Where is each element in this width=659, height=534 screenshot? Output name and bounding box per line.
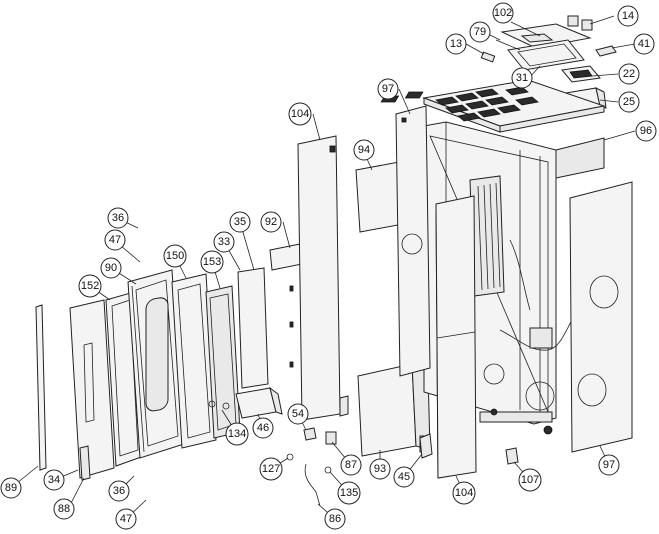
callout-47-top-label: 47 <box>109 234 121 246</box>
part-door-panel <box>69 299 115 479</box>
callout-104-top: 104 <box>288 102 312 126</box>
callout-92-label: 92 <box>265 216 277 228</box>
callout-36-bottom-label: 36 <box>113 485 125 497</box>
callout-89: 89 <box>0 477 22 499</box>
callout-35: 35 <box>229 211 251 233</box>
callout-88-label: 88 <box>58 503 70 515</box>
callout-36-top: 36 <box>107 207 129 229</box>
callout-34-label: 34 <box>48 474 60 486</box>
callout-104-top-label: 104 <box>291 108 309 120</box>
callout-79: 79 <box>469 21 491 43</box>
callout-104-bottom: 104 <box>452 481 476 505</box>
callout-45-label: 45 <box>398 471 410 483</box>
callout-97-top-label: 97 <box>382 83 394 95</box>
callout-41-label: 41 <box>638 38 650 50</box>
callout-22: 22 <box>618 63 640 85</box>
callout-31-label: 31 <box>516 72 528 84</box>
callout-14: 14 <box>617 5 639 27</box>
callout-45: 45 <box>393 466 415 488</box>
callout-13-label: 13 <box>450 38 462 50</box>
part-lever <box>304 463 321 507</box>
part-glass <box>171 273 217 449</box>
part-trim-strip <box>35 304 47 471</box>
part-lower-cover <box>357 363 417 457</box>
callout-22-label: 22 <box>623 68 635 80</box>
callout-107: 107 <box>518 468 542 492</box>
callout-134-label: 134 <box>228 428 246 440</box>
callout-54-label: 54 <box>292 408 304 420</box>
callout-153: 153 <box>200 250 224 274</box>
part-clip <box>303 427 317 441</box>
callout-102-label: 102 <box>494 7 512 19</box>
callout-46: 46 <box>252 417 274 439</box>
callout-34: 34 <box>43 469 65 491</box>
callout-14-label: 14 <box>622 10 634 22</box>
part-front-panel <box>297 135 341 421</box>
part-block <box>235 387 277 419</box>
part-side-panel-right <box>569 181 633 453</box>
callout-35-label: 35 <box>234 216 246 228</box>
callout-36-top-label: 36 <box>112 212 124 224</box>
callout-25: 25 <box>618 91 640 113</box>
callout-102: 102 <box>492 2 514 24</box>
callout-54: 54 <box>287 403 309 425</box>
callout-94: 94 <box>353 139 375 161</box>
part-lid-frame <box>507 39 585 71</box>
callout-31: 31 <box>511 67 533 89</box>
callout-87: 87 <box>340 454 362 476</box>
callout-152: 152 <box>78 274 102 298</box>
callout-88: 88 <box>53 498 75 520</box>
callout-89-label: 89 <box>5 482 17 494</box>
callout-152-label: 152 <box>81 280 99 292</box>
callout-13: 13 <box>445 33 467 55</box>
callout-47-top: 47 <box>104 229 126 251</box>
callout-79-label: 79 <box>474 26 486 38</box>
callout-86-label: 86 <box>329 513 341 525</box>
callout-93-label: 93 <box>374 463 386 475</box>
callout-127: 127 <box>259 457 283 481</box>
callout-33: 33 <box>213 231 235 253</box>
part-front-door-panel <box>435 195 477 479</box>
callout-135: 135 <box>337 481 361 505</box>
part-side-panel-back <box>395 105 431 377</box>
callout-134: 134 <box>225 422 249 446</box>
callout-96: 96 <box>635 120 657 142</box>
callout-47-bottom: 47 <box>115 508 137 530</box>
callout-153-label: 153 <box>203 256 221 268</box>
callout-47-bottom-label: 47 <box>120 513 132 525</box>
callout-150-label: 150 <box>166 250 184 262</box>
callout-97-bottom-label: 97 <box>603 459 615 471</box>
callout-96-label: 96 <box>640 125 652 137</box>
callout-92: 92 <box>260 211 282 233</box>
callout-25-label: 25 <box>623 96 635 108</box>
callout-94-label: 94 <box>358 144 370 156</box>
callout-46-label: 46 <box>257 422 269 434</box>
callout-87-label: 87 <box>345 459 357 471</box>
parts-drawing <box>35 15 633 507</box>
callout-90: 90 <box>100 257 122 279</box>
callout-36-bottom: 36 <box>108 480 130 502</box>
callout-97-bottom: 97 <box>598 454 620 476</box>
part-hinge-bracket <box>269 243 303 271</box>
callout-33-label: 33 <box>218 236 230 248</box>
callout-150: 150 <box>163 244 187 268</box>
part-door-lining <box>237 267 269 389</box>
callout-41: 41 <box>633 33 655 55</box>
callout-93: 93 <box>369 458 391 480</box>
callout-104-bottom-label: 104 <box>455 487 473 499</box>
callout-127-label: 127 <box>262 463 280 475</box>
callout-90-label: 90 <box>105 262 117 274</box>
callout-135-label: 135 <box>340 487 358 499</box>
callout-97-top: 97 <box>377 78 399 100</box>
callout-107-label: 107 <box>521 474 539 486</box>
callout-86: 86 <box>324 508 346 530</box>
